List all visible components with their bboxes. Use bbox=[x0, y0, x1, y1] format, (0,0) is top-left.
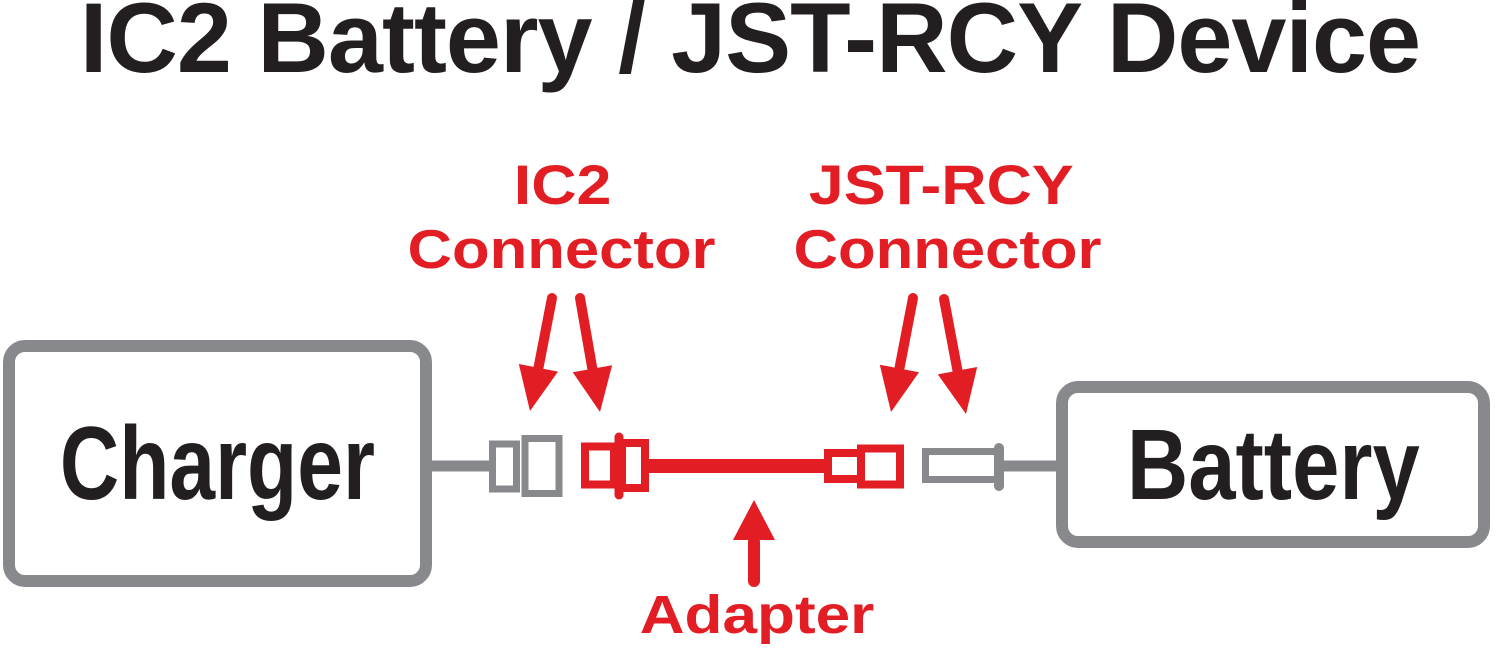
jst-rcy-connector-subheading-text: Connector bbox=[793, 218, 1101, 280]
adapter-jst-rcy-end bbox=[824, 444, 904, 489]
charger-ic2-connector bbox=[489, 435, 563, 497]
diagram-title-text: IC2 Battery / JST-RCY Device bbox=[79, 0, 1421, 93]
jst-rcy-connector-callout-subheading: Connector bbox=[747, 222, 1147, 277]
adapter-jst-rcy-body bbox=[857, 444, 904, 489]
jst-rcy-down-arrow-left-icon bbox=[879, 293, 919, 412]
charger-ic2-connector-tip bbox=[489, 440, 520, 493]
adapter-ic2-socket bbox=[581, 442, 618, 489]
adapter-ic2-end bbox=[581, 432, 649, 500]
charger-box: Charger bbox=[3, 340, 432, 587]
adapter-ic2-body bbox=[618, 439, 649, 492]
charger-box-label: Charger bbox=[59, 405, 376, 522]
charger-ic2-connector-body bbox=[521, 435, 563, 497]
ic2-down-arrow-left-icon bbox=[518, 293, 558, 411]
ic2-connector-subheading-text: Connector bbox=[407, 218, 715, 280]
adapter-callout-label: Adapter bbox=[557, 588, 957, 642]
diagram-title: IC2 Battery / JST-RCY Device bbox=[0, 0, 1500, 87]
ic2-connector-callout-subheading: Connector bbox=[361, 222, 761, 277]
ic2-connector-callout-heading: IC2 bbox=[363, 157, 763, 213]
ic2-connector-heading-text: IC2 bbox=[514, 153, 612, 216]
jst-rcy-connector-callout-heading: JST-RCY bbox=[741, 157, 1141, 213]
battery-jst-rcy-connector-body bbox=[922, 448, 1003, 483]
battery-jst-rcy-connector bbox=[922, 443, 1004, 491]
adapter-label-text: Adapter bbox=[639, 585, 875, 645]
jst-rcy-down-arrow-right-icon bbox=[937, 294, 978, 414]
battery-box-label: Battery bbox=[1126, 408, 1420, 521]
ic2-down-arrow-right-icon bbox=[572, 293, 613, 412]
adapter-up-arrow-icon bbox=[733, 500, 775, 587]
jst-rcy-connector-heading-text: JST-RCY bbox=[808, 153, 1074, 216]
